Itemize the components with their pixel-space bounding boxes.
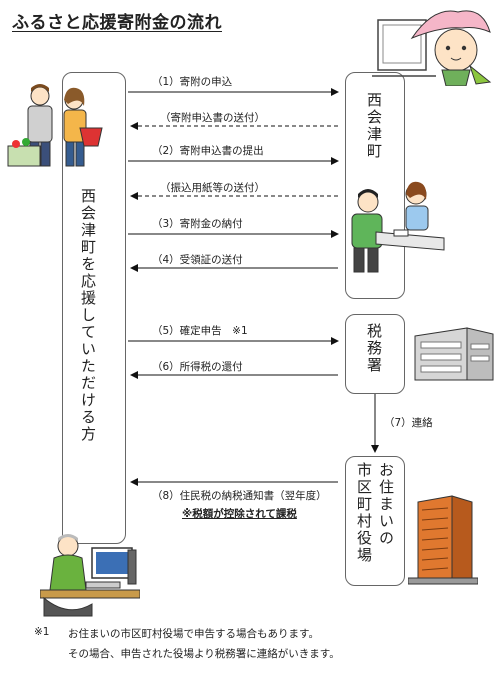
step-2b-label: （振込用紙等の送付） [160,182,265,194]
step-3-label: （3）寄附金の納付 [152,218,243,230]
page-title: ふるさと応援寄附金の流れ [12,13,222,33]
mascot-computer-illustration [372,10,492,86]
counter-staff-illustration [351,181,445,273]
tax-office-building-illustration [414,327,494,381]
man-at-computer-illustration [40,534,140,617]
step-1b-label: （寄附申込書の送付） [160,112,265,124]
footnote-mark: ※1 [34,626,50,638]
step-4-label: （4）受領証の送付 [152,254,243,266]
step-7-label: （7）連絡 [384,417,433,429]
step-8-label: （8）住民税の納税通知書（翌年度） [152,490,327,502]
step-8-note: ※税額が控除されて課税 [182,508,297,520]
step-5-label: （5）確定申告 ※1 [152,325,248,337]
step-2-label: （2）寄附申込書の提出 [152,145,264,157]
supporter-label: 西会津町を応援していただける方 [79,188,97,443]
municipal-label-line2: 市区町村役場 [355,462,373,564]
tax-office-box [345,314,405,394]
town-label: 西会津町 [365,92,383,160]
tax-office-label: 税務署 [365,323,383,374]
city-hall-building-illustration [408,495,478,585]
step-1-label: （1）寄附の申込 [152,76,233,88]
step-6-label: （6）所得税の還付 [152,361,243,373]
shoppers-illustration [7,84,103,167]
footnote-line1: お住まいの市区町村役場で申告する場合もあります。 [68,628,319,640]
municipal-label-line1: お住まいの [377,462,395,547]
footnote-line2: その場合、申告された役場より税務署に連絡がいきます。 [68,648,340,660]
municipal-office-box [345,456,405,586]
